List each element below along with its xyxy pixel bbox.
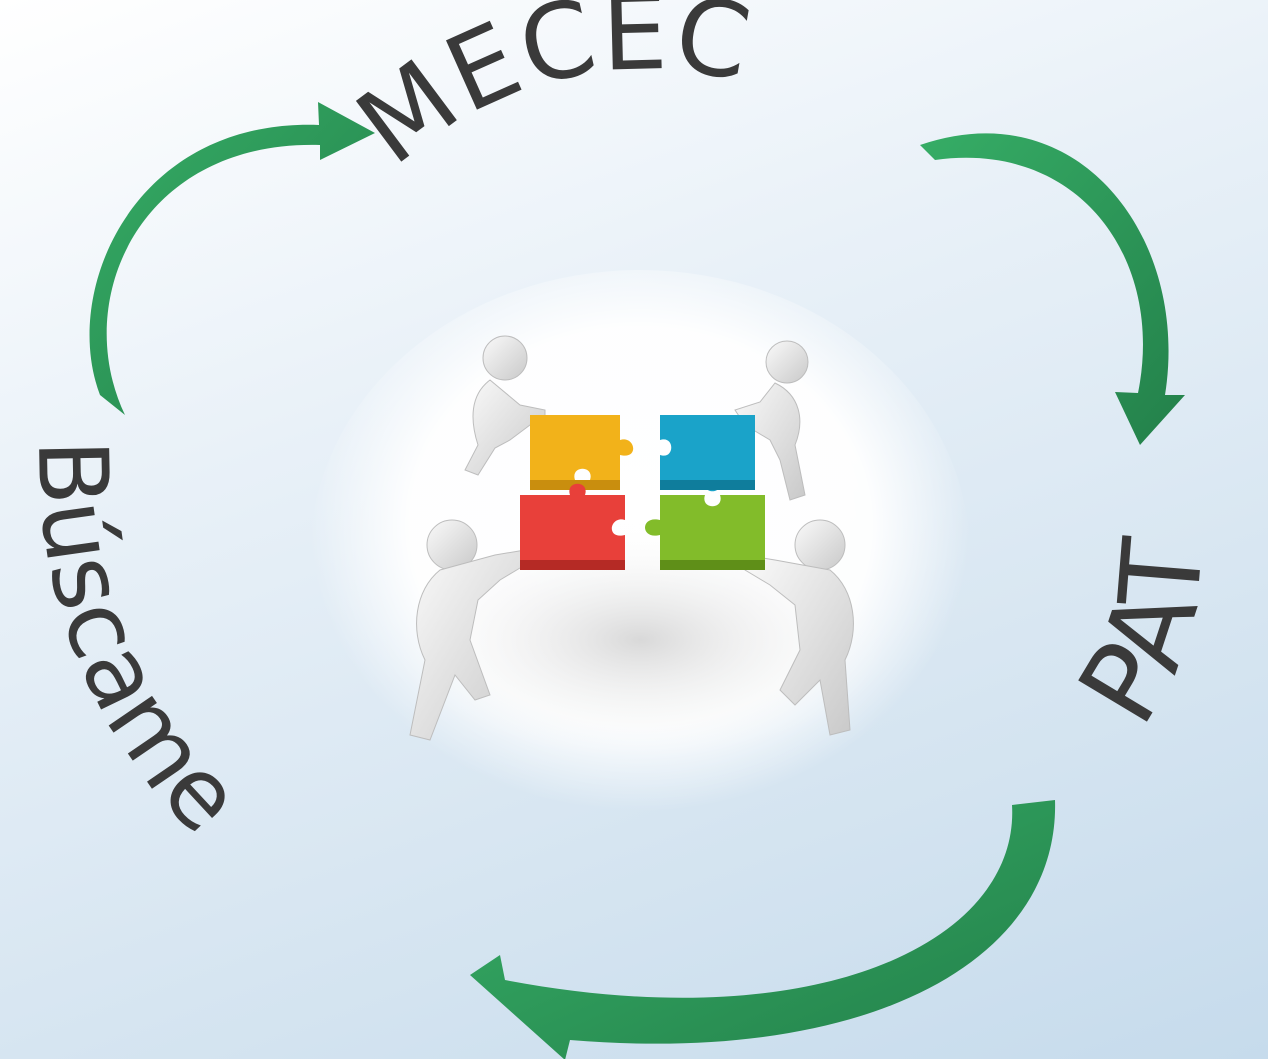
arrow-top-to-right (920, 133, 1185, 446)
figure-back-right (734, 340, 809, 501)
arrow-right-to-bottom (470, 800, 1056, 1059)
figure-front-right (744, 519, 854, 736)
label-top: MECEC (335, 0, 761, 188)
cycle-arrows (89, 102, 1185, 1059)
puzzle-piece-yellow (530, 415, 634, 490)
puzzle-piece-red (520, 483, 625, 570)
people-assembling-puzzle-icon (409, 335, 854, 741)
puzzle-piece-green (645, 495, 765, 570)
figure-front-left (409, 519, 526, 741)
label-left: Búscame (16, 438, 263, 853)
puzzle-piece-blue (660, 415, 755, 492)
figure-back-left (464, 335, 546, 476)
label-right: PAT (1054, 530, 1228, 745)
arrow-left-to-top (89, 102, 375, 415)
